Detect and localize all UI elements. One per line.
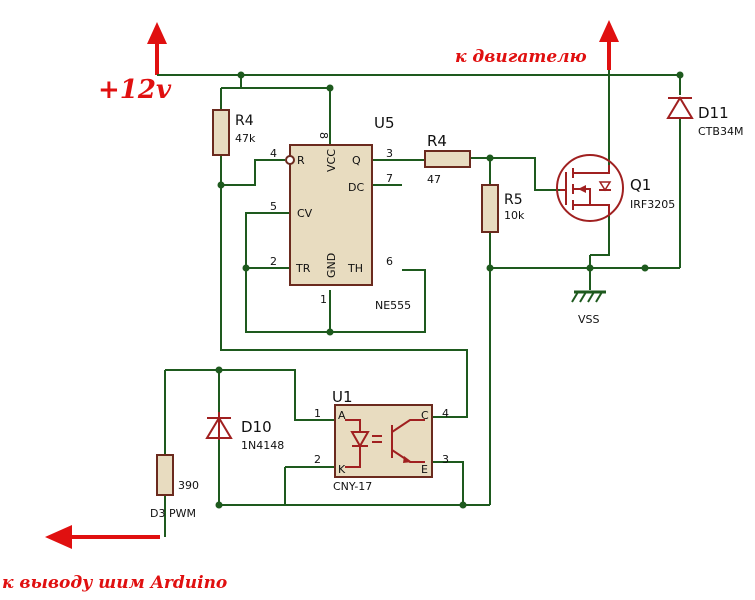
- u5-pin-num-7: 7: [386, 172, 393, 185]
- supply-arrow: [147, 22, 167, 75]
- u1-pin-num-4: 4: [442, 407, 449, 420]
- resistor-390: 390 D3 PWM: [150, 454, 199, 520]
- u1-pin-a: A: [338, 409, 346, 422]
- u1-pin-e: E: [421, 463, 428, 476]
- diode-d11: D11 CTB34M: [666, 96, 743, 138]
- resistor-r4-top: R4 47k: [212, 109, 256, 156]
- q1-ref: Q1: [630, 176, 651, 194]
- u5-pin-th: TH: [347, 262, 363, 275]
- u1-pin-k: K: [338, 463, 346, 476]
- u1-pin-num-2: 2: [314, 453, 321, 466]
- r390-net: D3 PWM: [150, 507, 196, 520]
- u5-pin-num-8: 8: [317, 132, 330, 139]
- d11-value: CTB34M: [698, 125, 743, 138]
- u5-pin-num-5: 5: [270, 200, 277, 213]
- q1-value: IRF3205: [630, 198, 675, 211]
- u5-pin-num-1: 1: [320, 293, 327, 306]
- u5-pin-num-6: 6: [386, 255, 393, 268]
- mosfet-q1: Q1 IRF3205: [556, 154, 675, 222]
- u1-value: CNY-17: [333, 480, 372, 493]
- motor-arrow: [599, 20, 619, 70]
- u1-pin-c: C: [421, 409, 429, 422]
- u5-pin-gnd: GND: [325, 253, 338, 278]
- r5-value: 10k: [504, 209, 525, 222]
- u1-ref: U1: [332, 388, 353, 406]
- r4-mid-value: 47: [427, 173, 441, 186]
- u1-pin-num-1: 1: [314, 407, 321, 420]
- u5-pin-r: R: [297, 154, 305, 167]
- u5-value: NE555: [375, 299, 411, 312]
- u1-pin-num-3: 3: [442, 453, 449, 466]
- u5-pin-num-2: 2: [270, 255, 277, 268]
- motor-label: к двигателю: [455, 47, 587, 67]
- u5-pin-dc: DC: [348, 181, 364, 194]
- vss-label: VSS: [578, 313, 600, 326]
- u5-pin-num-3: 3: [386, 147, 393, 160]
- diode-d10: D10 1N4148: [205, 412, 284, 452]
- junction-dots: [215, 71, 684, 509]
- arduino-arrow: [45, 525, 160, 549]
- ic-u5-ne555: U5 NE555 R VCC Q DC CV TR GND TH 4 8 3 7…: [270, 114, 411, 312]
- d10-value: 1N4148: [241, 439, 284, 452]
- u5-pin-num-4: 4: [270, 147, 277, 160]
- r4-top-ref: R4: [235, 113, 254, 129]
- u5-pin-tr: TR: [295, 262, 311, 275]
- arduino-label: к выводу шим Arduino: [2, 573, 227, 593]
- r4-mid-ref: R4: [427, 132, 447, 150]
- r4-top-value: 47k: [235, 132, 256, 145]
- d11-ref: D11: [698, 104, 729, 122]
- wires: [157, 70, 681, 537]
- u5-pin-vcc: VCC: [325, 149, 338, 172]
- resistor-r4-mid: R4 47: [424, 132, 471, 186]
- u5-ref: U5: [374, 114, 395, 132]
- u5-pin-q: Q: [352, 154, 361, 167]
- u5-pin-cv: CV: [297, 207, 313, 220]
- supply-label: +12v: [98, 75, 172, 105]
- r5-ref: R5: [504, 192, 523, 208]
- ground-vss: VSS: [571, 290, 606, 326]
- resistor-r5: R5 10k: [481, 184, 525, 233]
- r390-value: 390: [178, 479, 199, 492]
- d10-ref: D10: [241, 418, 272, 436]
- optocoupler-u1: U1 CNY-17 A K C E 1 2 4 3: [314, 388, 449, 493]
